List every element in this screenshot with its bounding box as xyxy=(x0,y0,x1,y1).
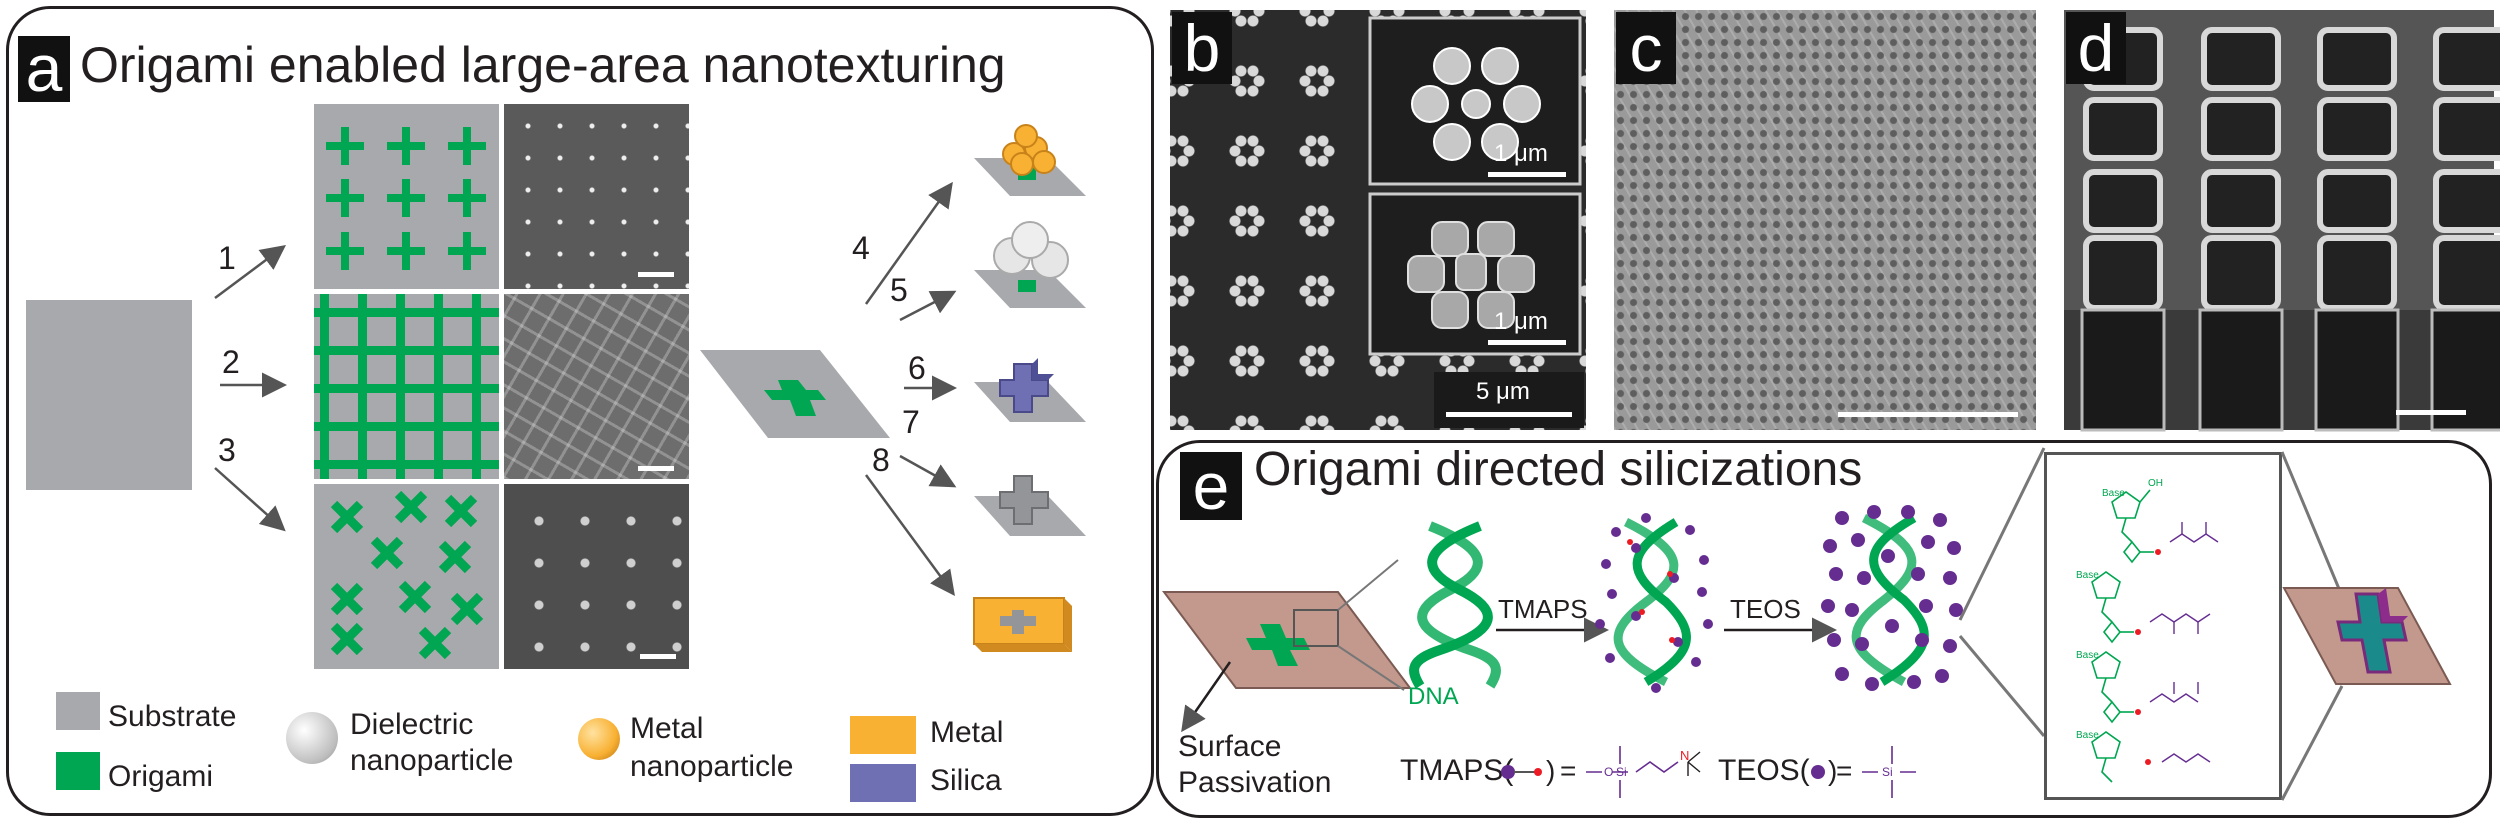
sem-crosses-image xyxy=(504,104,689,289)
step-5: 5 xyxy=(890,272,908,308)
chem-base-label-4: Base xyxy=(2076,730,2099,741)
teos-structure: = Si xyxy=(1836,746,1916,798)
sem-grid-image xyxy=(504,294,689,479)
legend-substrate-label: Substrate xyxy=(108,700,237,733)
svg-text:): ) xyxy=(1546,755,1555,786)
step-2: 2 xyxy=(222,344,240,380)
step-8: 8 xyxy=(872,442,890,478)
sem-a2-scalebar xyxy=(638,466,674,471)
step-1: 1 xyxy=(218,240,236,276)
svg-text:Si: Si xyxy=(1882,765,1893,779)
sem-random-image xyxy=(504,484,689,669)
legend-origami-label: Origami xyxy=(108,760,214,793)
step-4: 4 xyxy=(852,230,870,266)
silicified-plate xyxy=(2282,587,2452,685)
surface-passivation-label-2: Passivation xyxy=(1178,766,1332,799)
panel-b-inset-bottom xyxy=(1368,192,1582,356)
step-6: 6 xyxy=(908,350,926,386)
chem-base-label-1: Base xyxy=(2102,488,2125,499)
origami-plate-center xyxy=(700,350,890,438)
teos-label: TEOS xyxy=(1730,594,1801,624)
teos-arrow xyxy=(1724,617,1837,643)
legend-silica-label: Silica xyxy=(930,764,1002,797)
svg-text:): ) xyxy=(1828,755,1837,786)
outcome-metal-nanoparticles xyxy=(974,124,1086,196)
outcome-etched-cross xyxy=(974,475,1086,536)
legend-substrate-swatch xyxy=(56,692,100,730)
outcome-dielectric-nanoparticles xyxy=(974,221,1086,308)
legend-metal-label: Metal xyxy=(930,716,1004,749)
panel-c-letter: c xyxy=(1616,12,1676,84)
panel-b-scale-box xyxy=(1434,372,1584,428)
sem-a1-scalebar xyxy=(638,272,674,277)
pattern-random-crosses xyxy=(314,484,499,669)
legend-metal-swatch xyxy=(850,716,916,754)
chem-oh-label: OH xyxy=(2148,478,2163,489)
surface-plate xyxy=(1162,559,1412,733)
chem-base-label-2: Base xyxy=(2076,570,2099,581)
panel-d-scalebar xyxy=(2396,410,2466,415)
svg-text:O: O xyxy=(1604,765,1613,779)
panel-b-inset-top xyxy=(1368,16,1582,186)
zoom-lines-right xyxy=(2280,451,2344,801)
inset-top-scalebar xyxy=(1488,172,1566,177)
legend-dielectric-label-1: Dielectric xyxy=(350,708,474,741)
legend-dielectric-label-2: nanoparticle xyxy=(350,744,514,777)
chemical-structure: Base OH Base Base Base xyxy=(2076,478,2219,783)
panel-d-structures xyxy=(2064,27,2500,432)
legend-origami-swatch xyxy=(56,752,100,790)
legend-metal-np-label-2: nanoparticle xyxy=(630,750,794,783)
panel-e-letter: e xyxy=(1180,452,1242,520)
dna-label: DNA xyxy=(1408,683,1459,710)
legend-metal-np-label-1: Metal xyxy=(630,712,704,745)
tmaps-label: TMAPS xyxy=(1498,594,1588,624)
tmaps-structure: = O Si N xyxy=(1560,746,1701,798)
dna-helix xyxy=(1409,521,1501,689)
surface-passivation-label-1: Surface xyxy=(1178,730,1282,763)
panel-a-letter: a xyxy=(18,35,70,102)
panel-e-frame xyxy=(1156,440,2492,818)
tmaps-legend-label: TMAPS( xyxy=(1400,754,1514,787)
dna-silica-complex xyxy=(1821,505,1963,691)
tmaps-arrow xyxy=(1496,617,1609,643)
panel-a-title: Origami enabled large-area nanotexturing xyxy=(80,37,1006,93)
sem-panel-c xyxy=(1614,10,2036,430)
legend-dielectric-sphere xyxy=(286,712,338,764)
pattern-grid xyxy=(314,294,499,479)
teos-legend-icon: ) xyxy=(1811,755,1837,786)
sem-a3-scalebar xyxy=(640,654,676,659)
outcome-silica-cross xyxy=(974,358,1086,422)
svg-text:=: = xyxy=(1560,755,1576,786)
panel-b-main-scale-label: 5 μm xyxy=(1476,378,1530,405)
panel-a-frame xyxy=(6,6,1154,816)
substrate-square xyxy=(26,300,192,490)
legend-silica-swatch xyxy=(850,764,916,802)
chemistry-box xyxy=(2044,452,2282,800)
inset-bottom-scale-label: 1 μm xyxy=(1494,308,1548,335)
chem-base-label-3: Base xyxy=(2076,650,2099,661)
zoom-lines xyxy=(1958,447,2046,737)
step-7: 7 xyxy=(902,404,920,440)
tmaps-legend-icon: ) xyxy=(1501,755,1555,786)
outcome-metal-plate xyxy=(973,597,1072,652)
panel-e-title: Origami directed silicizations xyxy=(1254,443,1863,496)
pattern-crosses xyxy=(314,104,499,289)
panel-c-scalebar xyxy=(1838,412,2018,417)
svg-text:N: N xyxy=(1680,748,1689,763)
step-3: 3 xyxy=(218,432,236,468)
inset-top-scale-label: 1 μm xyxy=(1494,140,1548,167)
panel-b-main-scalebar xyxy=(1446,412,1572,417)
panel-d-letter: d xyxy=(2066,12,2126,84)
teos-legend-label: TEOS( xyxy=(1718,754,1810,787)
dna-tmaps-complex xyxy=(1595,513,1713,693)
legend-metal-sphere xyxy=(578,718,620,760)
svg-text:=: = xyxy=(1836,755,1852,786)
inset-bottom-scalebar xyxy=(1488,340,1566,345)
svg-text:Si: Si xyxy=(1616,765,1627,779)
panel-b-letter: b xyxy=(1172,12,1232,84)
